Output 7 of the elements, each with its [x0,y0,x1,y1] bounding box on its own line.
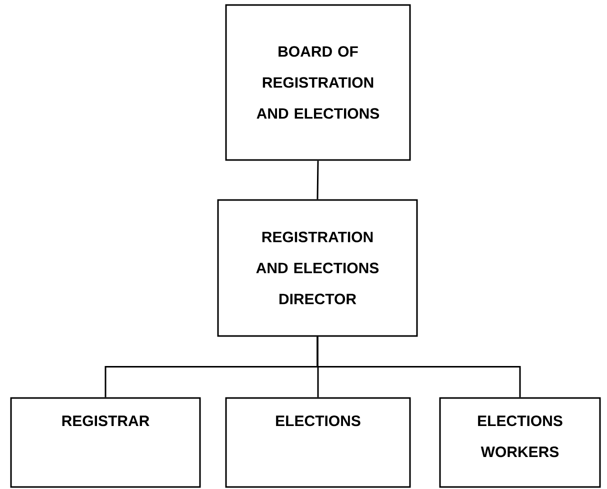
org-box: ELECTIONS WORKERS [439,397,601,488]
org-box: REGISTRATION AND ELECTIONS DIRECTOR [217,199,418,337]
connector-line [316,336,521,398]
org-box: BOARD OF REGISTRATION AND ELECTIONS [225,4,411,161]
org-box: REGISTRAR [10,397,201,488]
org-box: ELECTIONS [225,397,411,488]
connector-line [316,160,319,200]
